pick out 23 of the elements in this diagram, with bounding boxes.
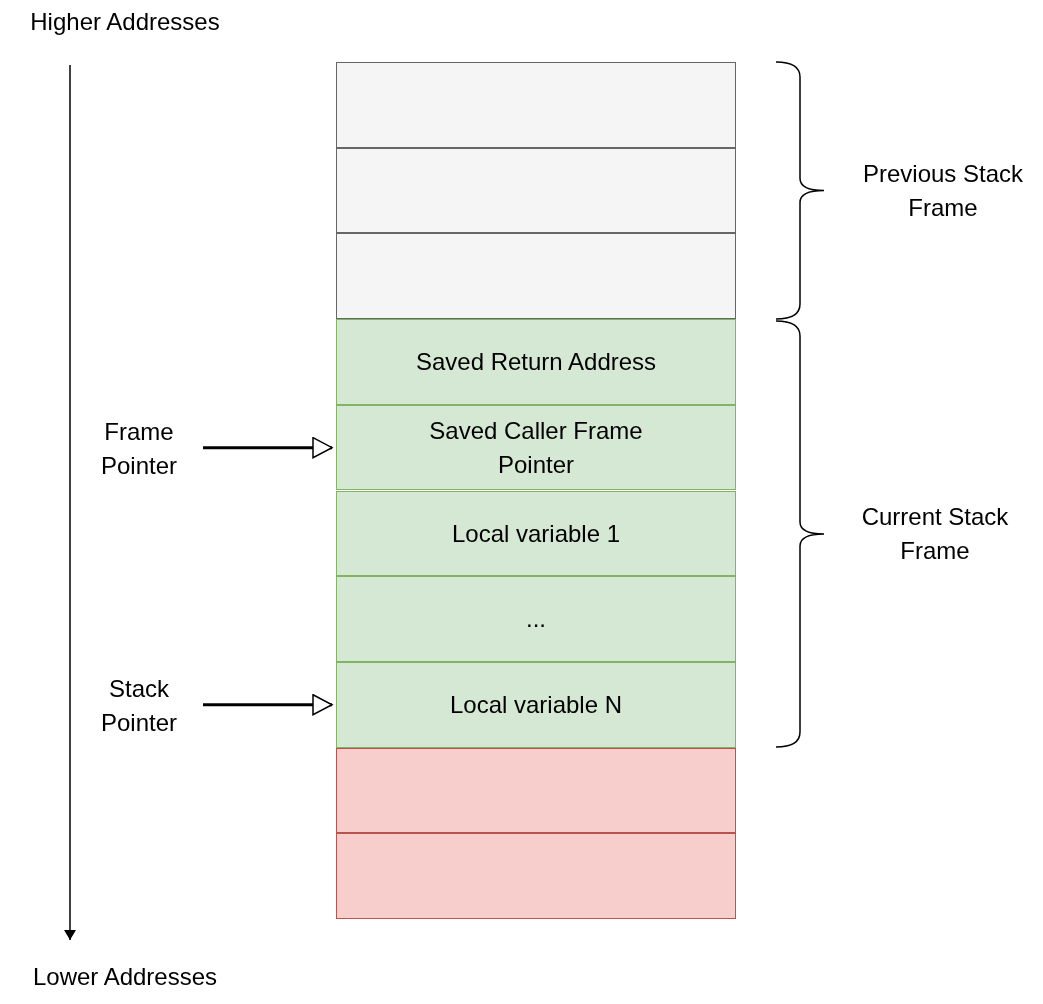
- memory-cell: [336, 404, 736, 491]
- memory-cell: [336, 62, 736, 148]
- memory-cell: [336, 833, 736, 919]
- memory-cell: [336, 747, 736, 834]
- cell-label: Saved Return Address: [415, 347, 657, 378]
- axis-label: Higher Addresses: [29, 7, 221, 37]
- pointer-label: Frame Pointer: [99, 417, 178, 481]
- memory-cell: [336, 319, 736, 405]
- bracket-label: Previous Stack Frame: [861, 159, 1025, 223]
- cell-label: Saved Caller Frame Pointer: [428, 416, 644, 480]
- memory-cell: [336, 576, 736, 662]
- memory-cell: [336, 490, 736, 577]
- cell-label: ...: [526, 604, 546, 635]
- pointer-arrow: [203, 436, 333, 459]
- cell-label: Local variable N: [449, 689, 623, 720]
- pointer-label: Stack Pointer: [99, 674, 178, 738]
- memory-cell: [336, 233, 736, 320]
- axis-label: Lower Addresses: [31, 962, 219, 992]
- memory-cell: [336, 661, 736, 748]
- cell-label: Local variable 1: [451, 518, 621, 549]
- memory-cell: [336, 147, 736, 234]
- pointer-arrow: [203, 694, 333, 716]
- bracket-label: Current Stack Frame: [860, 502, 1010, 566]
